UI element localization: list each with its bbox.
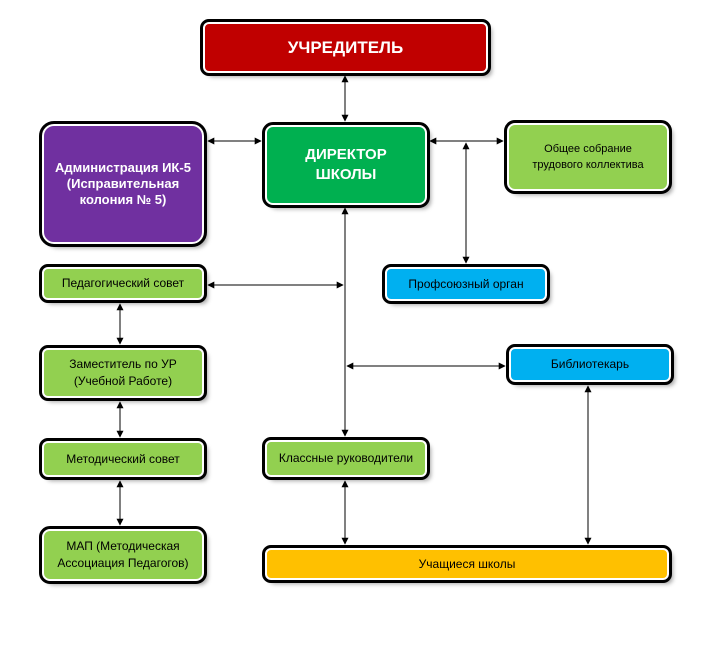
deputy-director-label-line2: (Учебной Работе) bbox=[73, 374, 173, 388]
trade-union-label: Профсоюзный орган bbox=[408, 276, 524, 291]
founder-box: УЧРЕДИТЕЛЬ bbox=[200, 19, 491, 76]
class-teachers-label: Классные руководители bbox=[278, 451, 414, 465]
librarian-box: Библиотекарь bbox=[506, 344, 674, 385]
director-box: ДИРЕКТОР ШКОЛЫ bbox=[262, 122, 430, 208]
founder-label: УЧРЕДИТЕЛЬ bbox=[287, 38, 404, 57]
students-box: Учащиеся школы bbox=[262, 545, 672, 583]
map-box: МАП (Методическая Ассоциация Педагогов) bbox=[39, 526, 207, 584]
map-label-line2: Ассоциация Педагогов) bbox=[57, 556, 189, 570]
students-label: Учащиеся школы bbox=[418, 556, 516, 571]
pedagogical-council-label: Педагогический совет bbox=[61, 276, 185, 290]
administration-box: Администрация ИК-5 (Исправительная колон… bbox=[39, 121, 207, 247]
map-label-line1: МАП (Методическая bbox=[66, 539, 180, 553]
pedagogical-council-box: Педагогический совет bbox=[39, 264, 207, 303]
administration-label-line1: Администрация ИК-5 bbox=[55, 160, 191, 175]
deputy-director-box: Заместитель по УР (Учебной Работе) bbox=[39, 345, 207, 401]
librarian-label: Библиотекарь bbox=[550, 357, 630, 371]
director-label-line2: ШКОЛЫ bbox=[315, 166, 377, 183]
class-teachers-box: Классные руководители bbox=[262, 437, 430, 480]
general-assembly-label-line2: трудового коллектива bbox=[532, 159, 644, 171]
trade-union-box: Профсоюзный орган bbox=[382, 264, 550, 304]
administration-label-line2: (Исправительная bbox=[66, 176, 180, 191]
general-assembly-box: Общее собрание трудового коллектива bbox=[504, 120, 672, 194]
methodical-council-label: Методический совет bbox=[66, 451, 180, 466]
administration-label-line3: колония № 5) bbox=[79, 192, 167, 207]
general-assembly-label-line1: Общее собрание bbox=[544, 143, 632, 155]
director-label-line1: ДИРЕКТОР bbox=[305, 146, 387, 163]
methodical-council-box: Методический совет bbox=[39, 438, 207, 480]
deputy-director-label-line1: Заместитель по УР bbox=[69, 357, 177, 371]
